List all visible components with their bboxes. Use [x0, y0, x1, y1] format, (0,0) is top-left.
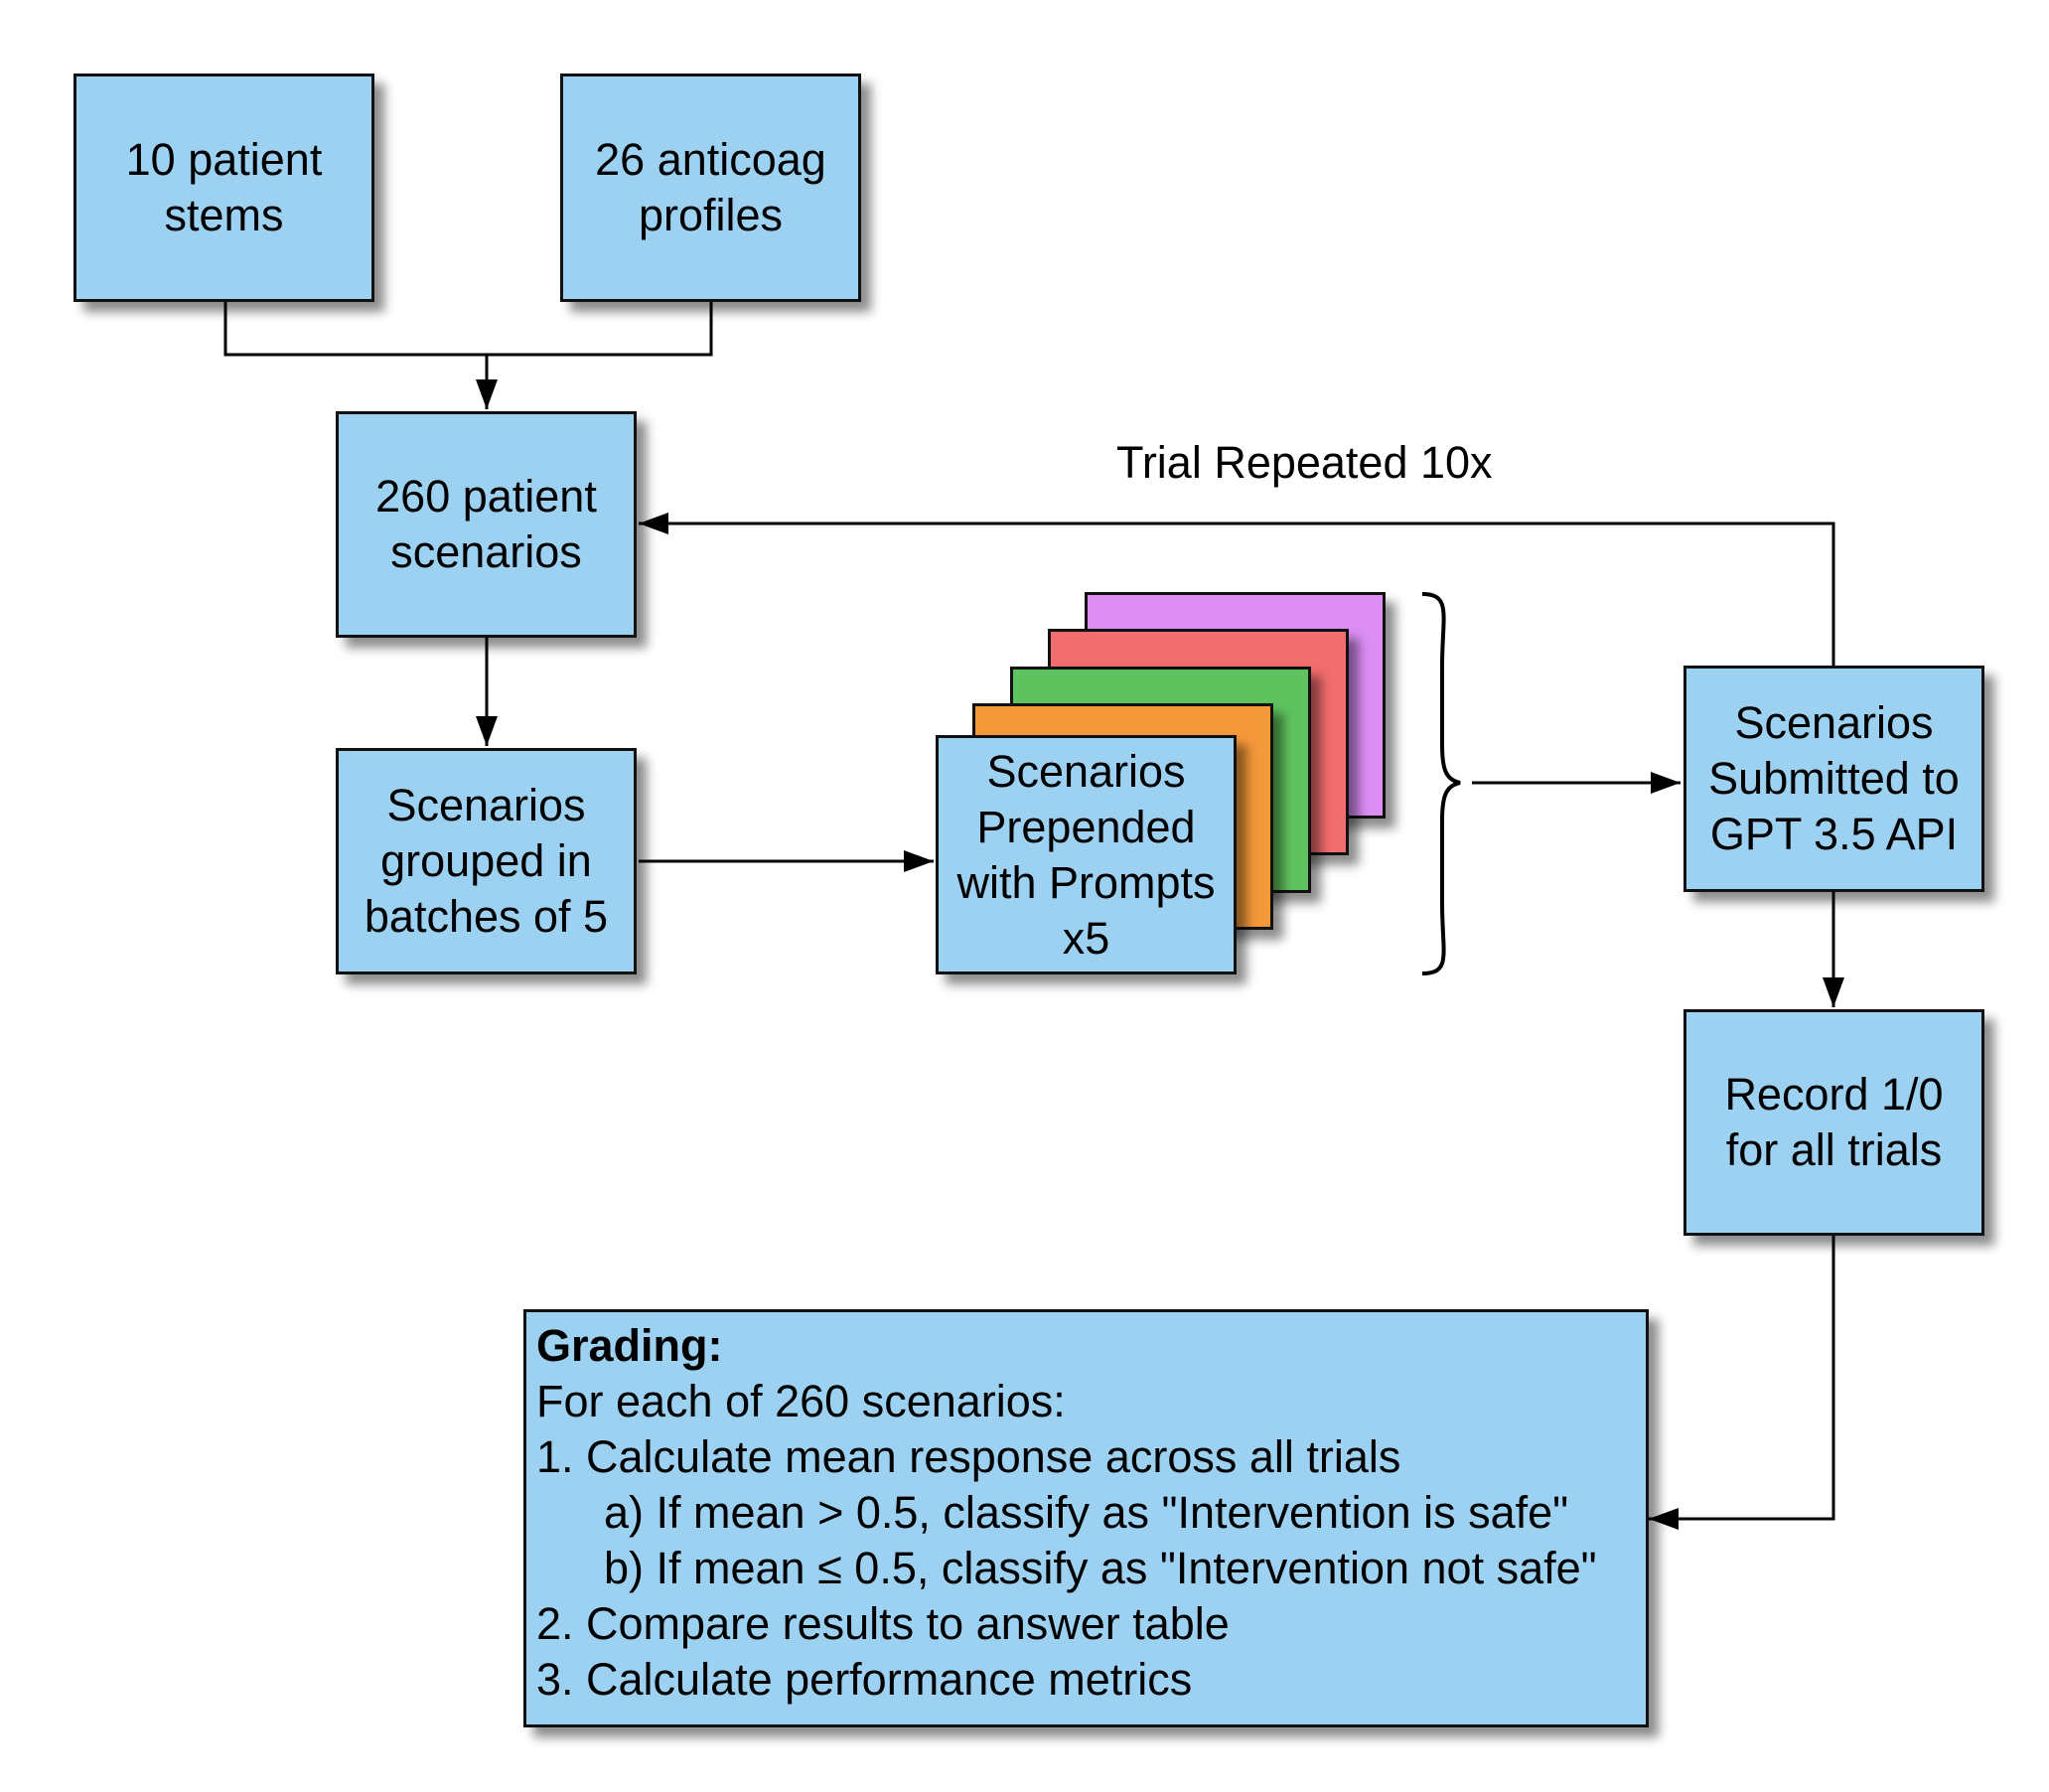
grading-step-3: 3. Calculate performance metrics [536, 1654, 1193, 1705]
grading-step-1a: a) If mean > 0.5, classify as "Intervent… [604, 1487, 1569, 1538]
prompts-box: Scenarios Prepended with Prompts x5 [936, 735, 1237, 974]
patient-scenarios-box: 260 patient scenarios [336, 411, 637, 638]
patient-stems-text: 10 patient stems [125, 134, 323, 240]
anticoag-profiles-box: 26 anticoag profiles [560, 74, 861, 302]
record-text: Record 1/0 for all trials [1724, 1069, 1944, 1175]
grading-intro: For each of 260 scenarios: [536, 1376, 1066, 1426]
patient-stems-box: 10 patient stems [73, 74, 374, 302]
anticoag-profiles-text: 26 anticoag profiles [595, 134, 826, 240]
batches-text: Scenarios grouped in batches of 5 [364, 780, 609, 942]
grading-step-2: 2. Compare results to answer table [536, 1598, 1230, 1649]
merge-connector [223, 302, 713, 357]
patient-scenarios-text: 260 patient scenarios [375, 471, 597, 577]
submitted-text: Scenarios Submitted to GPT 3.5 API [1708, 697, 1960, 859]
loop-label: Trial Repeated 10x [1116, 437, 1493, 488]
grading-step-1: 1. Calculate mean response across all tr… [536, 1431, 1401, 1482]
grading-box: Grading: For each of 260 scenarios: 1. C… [523, 1309, 1649, 1727]
arrow-loop-back [639, 513, 1835, 666]
submitted-box: Scenarios Submitted to GPT 3.5 API [1683, 666, 1984, 892]
grading-step-1b: b) If mean ≤ 0.5, classify as "Intervent… [604, 1543, 1597, 1593]
grading-title: Grading: [536, 1320, 723, 1371]
batches-box: Scenarios grouped in batches of 5 [336, 748, 637, 974]
prompts-text: Scenarios Prepended with Prompts x5 [956, 745, 1216, 964]
arrow-to-grading [1649, 1236, 1835, 1530]
record-box: Record 1/0 for all trials [1683, 1009, 1984, 1236]
curly-brace [1421, 592, 1461, 975]
